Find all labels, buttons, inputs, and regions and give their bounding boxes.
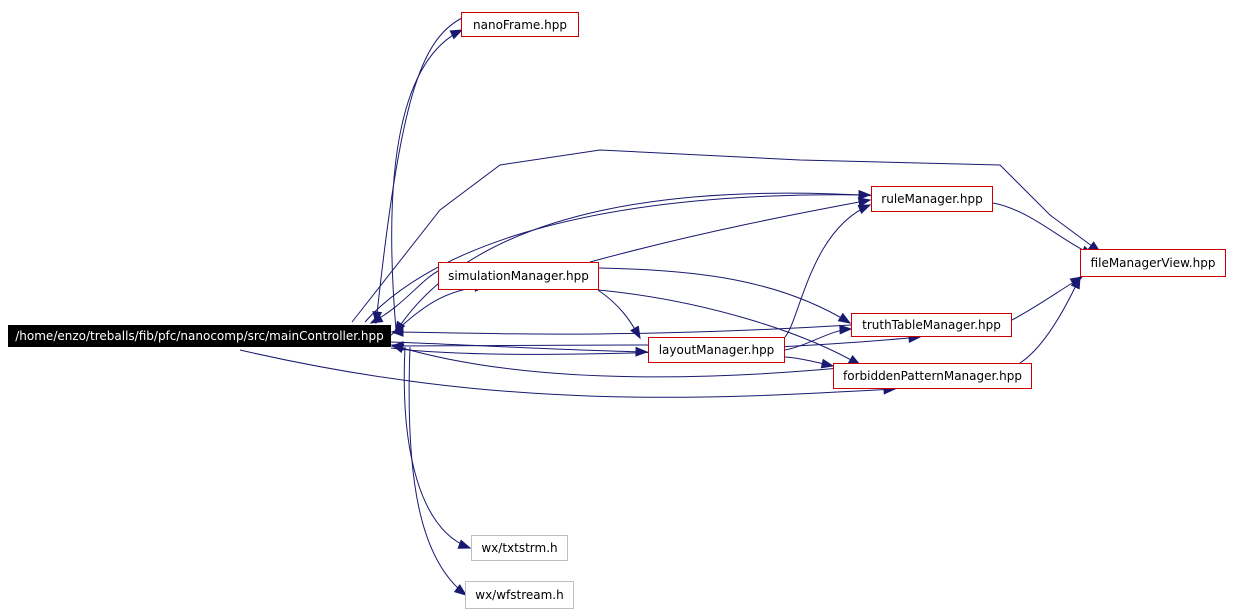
node-label: /home/enzo/treballs/fib/pfc/nanocomp/src… [15,329,384,343]
edge-line [403,346,471,549]
edge-simulationManager-to-forbiddenPatternManager [598,289,862,366]
node-ruleManager[interactable]: ruleManager.hpp [871,186,993,212]
edge-simulationManager-to-root [369,269,441,324]
edge-root-to-wfstream [408,346,468,596]
node-label: fileManagerView.hpp [1090,256,1216,270]
node-fileManagerView[interactable]: fileManagerView.hpp [1080,249,1226,277]
node-label: wx/wfstream.h [475,588,564,602]
edge-simulationManager-to-ruleManager [589,197,872,263]
node-truthTableManager[interactable]: truthTableManager.hpp [851,313,1012,337]
edge-line [351,149,1101,323]
arrowhead-icon [369,313,384,324]
edge-line [239,349,896,398]
node-label: ruleManager.hpp [881,192,983,206]
arrowhead-icon [390,327,404,337]
node-txtstrm: wx/txtstrm.h [471,535,568,561]
arrowhead-icon [630,325,641,340]
node-layoutManager[interactable]: layoutManager.hpp [648,337,785,363]
arrowhead-icon [820,358,835,369]
node-nanoFrame[interactable]: nanoFrame.hpp [461,12,579,37]
node-label: layoutManager.hpp [658,343,775,357]
edge-forbiddenPatternManager-to-root [390,343,841,378]
node-simulationManager[interactable]: simulationManager.hpp [438,262,599,290]
edge-root-to-txtstrm [403,346,472,549]
edge-layoutManager-to-forbiddenPatternManager [784,356,835,369]
edge-truthTableManager-to-fileManagerView [1011,276,1084,321]
edge-line [390,336,921,355]
edge-root-to-nanoFrame [391,29,464,331]
arrowhead-icon [839,324,853,335]
edge-root-to-simulationManager [389,282,488,337]
edge-line [1019,276,1081,364]
edge-line [408,346,467,596]
edge-line [391,344,841,378]
edge-line [394,192,879,334]
node-wfstream: wx/wfstream.h [465,581,574,609]
edge-line [1011,276,1083,321]
edge-root-to-ruleManager [364,189,872,323]
edge-line [389,285,487,337]
node-root: /home/enzo/treballs/fib/pfc/nanocomp/src… [8,325,391,347]
edge-layoutManager-to-truthTableManager [784,324,853,351]
edge-line [391,29,463,331]
arrowhead-icon [457,539,472,549]
edge-line [589,199,871,263]
edge-root-to-forbiddenPatternManager [239,349,897,398]
arrowhead-icon [449,29,464,40]
node-label: truthTableManager.hpp [862,318,1001,332]
edge-line [390,341,648,353]
edge-line [364,194,871,323]
edge-line [598,267,851,324]
node-label: wx/txtstrm.h [481,541,558,555]
edge-forbiddenPatternManager-to-fileManagerView [1019,275,1081,364]
edge-line [598,289,861,366]
node-forbiddenPatternManager[interactable]: forbiddenPatternManager.hpp [833,363,1032,389]
edge-line [992,202,1094,256]
edge-root-to-layoutManager [390,341,649,357]
arrowhead-icon [857,204,872,214]
arrowhead-icon [390,343,405,354]
edge-truthTableManager-to-root [390,324,852,337]
arrowhead-icon [453,584,468,596]
edge-simulationManager-to-layoutManager [597,289,641,340]
edge-root-to-fileManagerView [351,149,1102,323]
arrowhead-icon [635,346,649,357]
arrowhead-icon [837,312,852,324]
node-label: forbiddenPatternManager.hpp [843,369,1022,383]
node-label: nanoFrame.hpp [473,17,567,32]
node-label: simulationManager.hpp [448,269,589,283]
edge-layoutManager-to-root [390,341,649,351]
edge-simulationManager-to-truthTableManager [598,267,852,324]
edge-ruleManager-to-fileManagerView [992,202,1095,256]
arrowhead-icon [1070,275,1081,290]
edge-line [391,324,852,335]
arrowhead-icon [857,197,872,207]
edge-line [391,344,649,347]
edge-line [375,17,463,324]
